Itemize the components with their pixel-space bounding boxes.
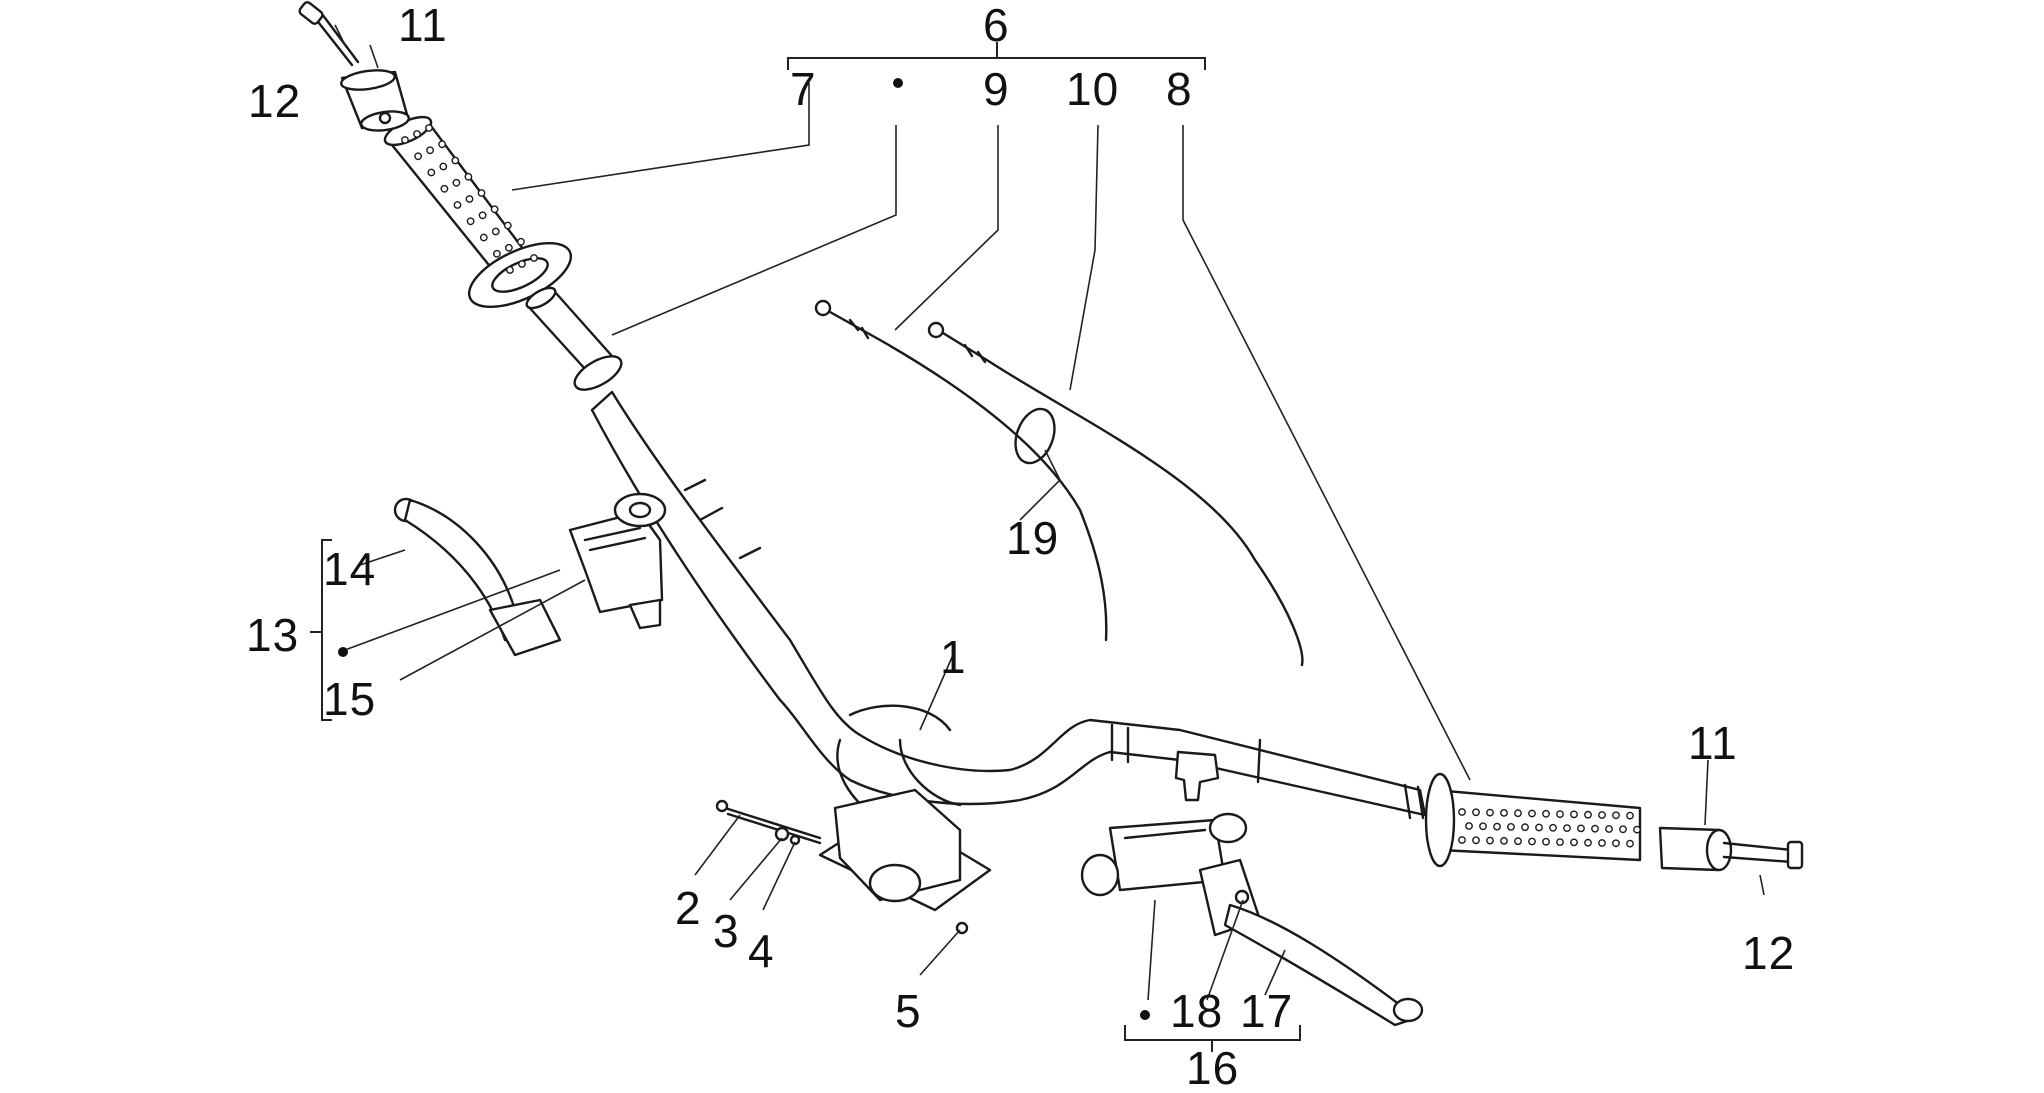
- callout-16: 16: [1186, 1042, 1240, 1093]
- callout-5: 5: [895, 985, 922, 1037]
- callout-12-right: 12: [1742, 927, 1796, 979]
- callout-15: 15: [323, 673, 377, 725]
- callout-19: 19: [1006, 512, 1060, 564]
- throttle-sleeve: [525, 286, 623, 391]
- callout-14: 14: [323, 543, 377, 595]
- right-master-cylinder: [1080, 812, 1424, 1027]
- callout-11-left: 11: [398, 0, 448, 51]
- left-bar-end: [298, 1, 410, 132]
- group-brackets: [310, 42, 1301, 1052]
- callout-17: 17: [1240, 985, 1294, 1037]
- callout-9: 9: [983, 63, 1010, 115]
- leader-lines: [334, 24, 1765, 1001]
- callout-2: 2: [675, 882, 702, 934]
- callout-6: 6: [983, 0, 1010, 51]
- callout-18: 18: [1170, 985, 1224, 1037]
- clamp-bracket: [715, 788, 992, 935]
- callout-12-left: 12: [248, 75, 302, 127]
- callout-7: 7: [790, 63, 817, 115]
- callout-3: 3: [713, 905, 740, 957]
- group-dot-left-lever: [338, 647, 348, 657]
- right-bar-end: [1658, 826, 1804, 872]
- callout-10: 10: [1066, 63, 1120, 115]
- callout-11-right: 11: [1688, 717, 1738, 769]
- group-dot-master-cylinder: [1140, 1010, 1150, 1020]
- callout-1: 1: [940, 631, 967, 683]
- right-grip: [1424, 772, 1642, 868]
- left-brake-assembly: [393, 492, 667, 657]
- callout-8: 8: [1166, 63, 1193, 115]
- callout-13: 13: [246, 609, 300, 661]
- callout-4: 4: [748, 925, 775, 977]
- throttle-cables: [814, 299, 1304, 667]
- group-dot-throttle: [893, 78, 903, 88]
- handlebar-tube: [590, 390, 1427, 852]
- left-grip: [383, 115, 573, 309]
